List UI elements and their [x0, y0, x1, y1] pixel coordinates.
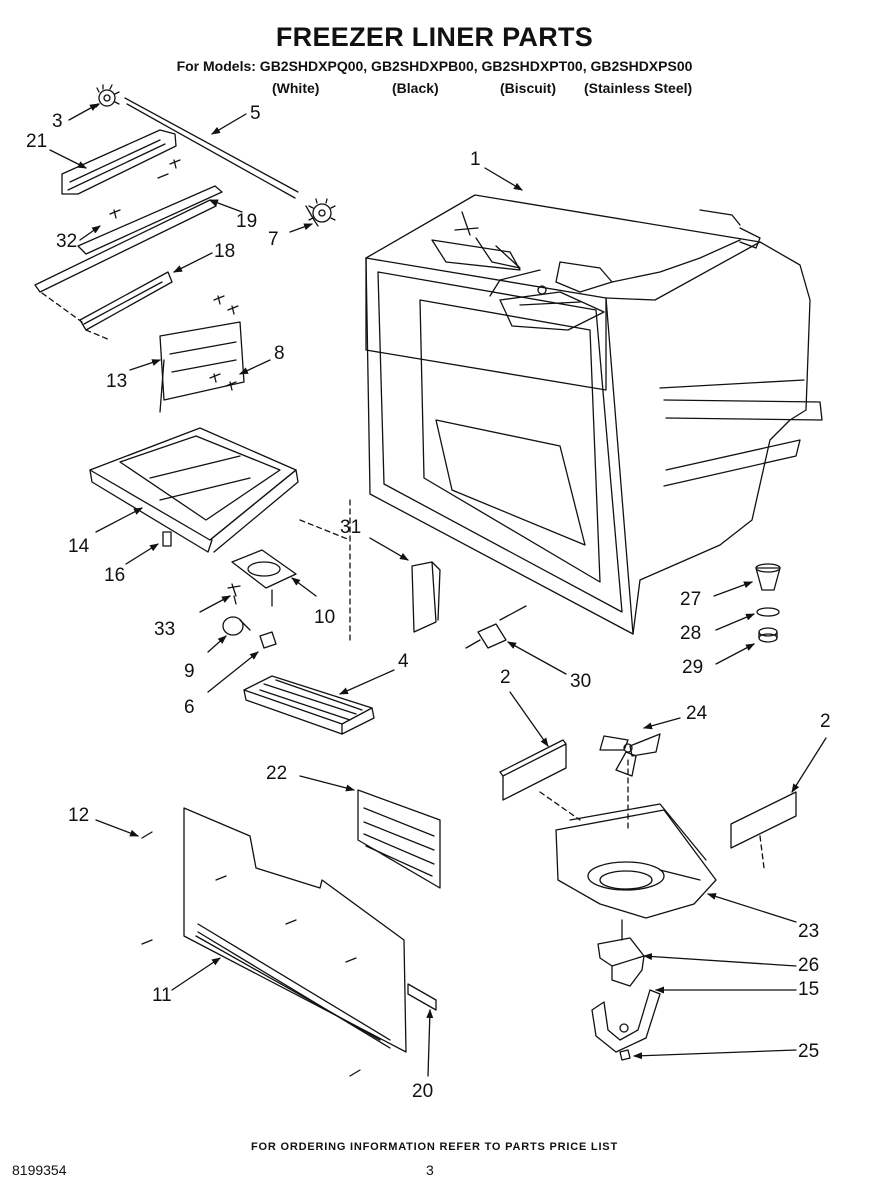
shaft — [124, 97, 299, 199]
screws-panel — [141, 831, 361, 1077]
callout-14: 14 — [68, 536, 90, 557]
damper-cylinder — [477, 623, 507, 649]
callout-32: 32 — [56, 231, 78, 252]
variant-biscuit: (Biscuit) — [500, 80, 556, 96]
insulation-pad-right — [730, 791, 797, 849]
callout-19: 19 — [236, 211, 258, 232]
callout-25: 25 — [798, 1041, 820, 1062]
callout-6: 6 — [184, 697, 195, 718]
variant-black: (Black) — [392, 80, 439, 96]
fan-motor — [597, 919, 645, 987]
callout-15: 15 — [798, 979, 820, 1000]
rail-lower — [79, 271, 173, 331]
hex-nut — [619, 1049, 631, 1061]
dispenser-housing — [89, 427, 299, 553]
callout-21: 21 — [26, 131, 48, 152]
leader-arrows — [49, 103, 827, 1077]
light-housing — [231, 549, 297, 589]
callout-9: 9 — [184, 661, 195, 682]
callout-4: 4 — [398, 651, 409, 672]
bracket — [159, 321, 245, 413]
motor-bracket — [591, 989, 661, 1053]
callout-7: 7 — [268, 229, 279, 250]
lamp-bulb — [222, 616, 251, 636]
light-shield — [243, 675, 375, 735]
ordering-info: FOR ORDERING INFORMATION REFER TO PARTS … — [251, 1141, 618, 1153]
callout-28: 28 — [680, 623, 702, 644]
callout-2-left: 2 — [500, 667, 511, 688]
washer — [758, 627, 778, 643]
variant-white: (White) — [272, 80, 320, 96]
fan-housing — [555, 803, 717, 919]
callout-22: 22 — [266, 763, 288, 784]
gear-right — [305, 198, 336, 227]
air-duct — [411, 561, 441, 633]
models-line: For Models: GB2SHDXPQ00, GB2SHDXPB00, GB… — [176, 58, 693, 74]
callout-8: 8 — [274, 343, 285, 364]
fan-grille — [357, 789, 441, 889]
gear-top — [95, 84, 120, 108]
lamp-socket — [259, 631, 277, 649]
callout-33: 33 — [154, 619, 176, 640]
rear-panel — [183, 807, 407, 1053]
callout-18: 18 — [214, 241, 236, 262]
screw-light — [227, 583, 241, 605]
callout-20: 20 — [412, 1081, 434, 1102]
callout-13: 13 — [106, 371, 128, 392]
clip — [162, 531, 172, 547]
callout-1: 1 — [470, 149, 481, 170]
rail-upper — [61, 129, 177, 195]
callout-23: 23 — [798, 921, 820, 942]
callout-31: 31 — [340, 517, 362, 538]
callout-27: 27 — [680, 589, 702, 610]
page-number: 3 — [426, 1162, 434, 1178]
variant-stainless-steel: (Stainless Steel) — [584, 80, 693, 96]
callout-30: 30 — [570, 671, 592, 692]
insulation-pad-left — [499, 739, 567, 801]
document-number: 8199354 — [12, 1162, 67, 1178]
callout-12: 12 — [68, 805, 90, 826]
callout-24: 24 — [686, 703, 708, 724]
callout-2-right: 2 — [820, 711, 831, 732]
foam-strip — [407, 983, 437, 1011]
callout-16: 16 — [104, 565, 126, 586]
page-title: FREEZER LINER PARTS — [275, 22, 594, 52]
screws-rail — [109, 159, 239, 391]
freezer-liner — [365, 194, 823, 635]
callout-5: 5 — [250, 103, 261, 124]
callout-3: 3 — [52, 111, 63, 132]
callout-26: 26 — [798, 955, 820, 976]
gasket-ring — [756, 607, 780, 617]
callout-11: 11 — [152, 985, 172, 1006]
callout-10: 10 — [314, 607, 336, 628]
drain-cup — [755, 563, 781, 591]
fan-blade — [599, 733, 661, 777]
callout-29: 29 — [682, 657, 704, 678]
